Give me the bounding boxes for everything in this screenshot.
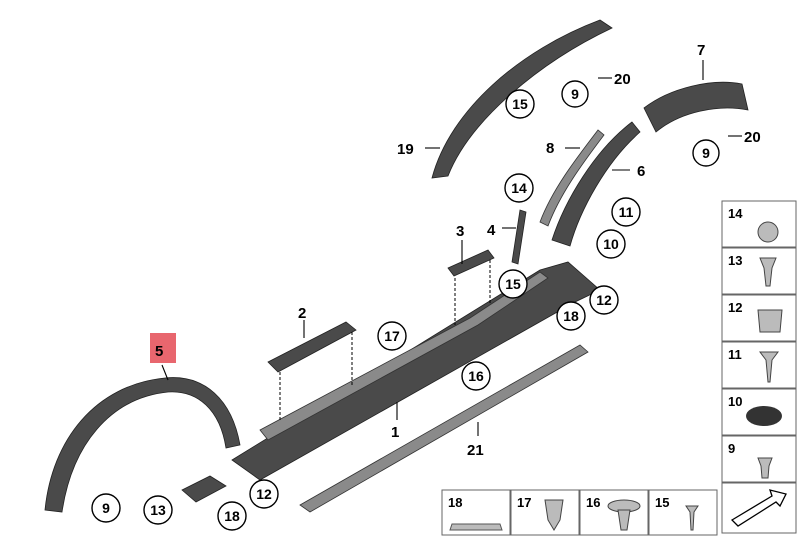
circled-label-13[interactable]: 13 [143,495,173,525]
circled-label-11[interactable]: 11 [611,197,641,227]
circled-label-text: 12 [256,486,272,502]
expanding-clip-icon [544,499,564,531]
self-tapping-screw-icon [759,351,779,383]
wheel-arch-trim-5 [44,377,241,513]
circled-label-text: 12 [596,292,612,308]
arch-trim-6 [551,121,641,247]
label-4[interactable]: 4 [487,222,496,239]
arch-strip-8 [539,129,605,227]
circled-label-text: 15 [505,276,521,292]
label-19[interactable]: 19 [397,141,414,158]
circled-label-text: 9 [102,500,110,516]
circled-label-18-bottom[interactable]: 18 [217,501,247,531]
label-7[interactable]: 7 [697,42,705,59]
fastener-cell-arrow[interactable] [721,482,797,534]
circled-label-text: 11 [619,204,634,220]
fastener-label-17: 17 [517,495,531,510]
label-20-top[interactable]: 20 [614,71,631,88]
panel-3 [447,249,495,277]
circled-label-text: 9 [571,86,579,102]
circled-label-text: 13 [150,502,166,518]
circled-label-9-top[interactable]: 9 [561,80,589,108]
fastener-label-14: 14 [728,206,743,221]
circled-label-text: 9 [702,145,710,161]
pad-icon [449,523,503,531]
circled-label-15-top[interactable]: 15 [505,89,535,119]
highlight-box-5 [150,333,176,363]
fastener-label-18: 18 [448,495,462,510]
label-5[interactable]: 5 [155,343,163,360]
pin-icon [685,505,699,531]
label-2[interactable]: 2 [298,305,306,322]
side-sill-1-top [259,271,549,441]
fastener-cell-15[interactable] [648,489,718,536]
bracket-13 [181,475,227,503]
fastener-label-15: 15 [655,495,669,510]
rivet-icon [757,457,773,479]
circled-label-text: 15 [512,96,528,112]
circled-label-9-bottom[interactable]: 9 [91,493,121,523]
screw-icon [759,257,777,287]
circled-label-10[interactable]: 10 [596,229,626,259]
leader-5 [161,364,169,381]
fastener-cell-11[interactable] [721,341,797,389]
circled-label-text: 10 [603,236,619,252]
plug-icon [746,406,782,426]
circled-label-18-right[interactable]: 18 [556,301,586,331]
label-1[interactable]: 1 [391,424,399,441]
label-20-right[interactable]: 20 [744,129,761,146]
fastener-label-12: 12 [728,300,742,315]
fastener-label-13: 13 [728,253,742,268]
fastener-label-16: 16 [586,495,600,510]
circled-label-text: 18 [224,508,240,524]
fastener-cell-17[interactable] [510,489,580,536]
circled-label-15-mid[interactable]: 15 [498,269,528,299]
push-clip-stem-icon [617,509,631,531]
rod-4 [511,209,527,265]
circled-label-text: 18 [563,308,579,324]
label-6[interactable]: 6 [637,163,645,180]
circled-label-text: 14 [511,180,527,196]
circled-label-16[interactable]: 16 [461,361,491,391]
arrow-icon [730,489,787,527]
fastener-cell-13[interactable] [721,247,797,295]
circled-label-17[interactable]: 17 [377,321,407,351]
fastener-label-9: 9 [728,441,735,456]
circled-label-9-right[interactable]: 9 [692,139,720,167]
fastener-label-11: 11 [728,347,742,362]
panel-2 [267,321,357,373]
wheel-arch-trim-front-upper [431,19,613,179]
fastener-cell-16[interactable] [579,489,649,536]
circled-label-12-right[interactable]: 12 [589,285,619,315]
label-21[interactable]: 21 [467,442,484,459]
fastener-table-bottom: 18 17 16 15 [441,489,718,536]
circled-label-text: 16 [468,368,484,384]
fastener-table-right: 14 13 12 11 10 9 [721,200,797,534]
label-8[interactable]: 8 [546,140,554,157]
fastener-cell-14[interactable] [721,200,797,248]
wheel-arch-trim-rear-upper [643,81,749,133]
clip-nut-icon [757,309,783,333]
circled-label-text: 17 [384,328,400,344]
trim-strip-21 [299,344,589,513]
fastener-label-10: 10 [728,394,742,409]
nut-icon [757,221,779,243]
circled-label-12-bottom[interactable]: 12 [249,479,279,509]
circled-label-14[interactable]: 14 [504,173,534,203]
label-3[interactable]: 3 [456,223,464,240]
